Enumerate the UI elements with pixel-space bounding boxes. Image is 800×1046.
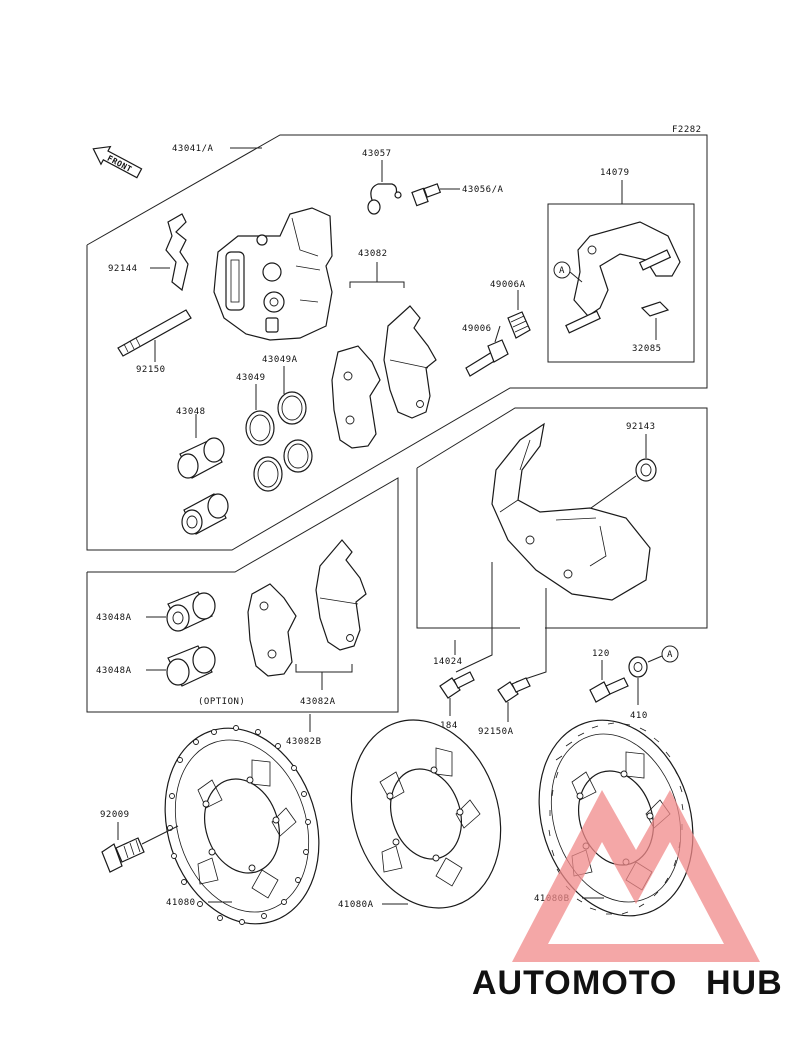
- caliper-bracket-14079: [565, 221, 681, 334]
- label-41080A: 41080A: [338, 900, 374, 910]
- label-410: 410: [630, 711, 648, 721]
- caliper-group-outline: [86, 134, 708, 551]
- callout-a-bracket-text: A: [559, 266, 565, 276]
- disc-guard-14024: [491, 422, 651, 601]
- brake-pad-43082A-a: [247, 583, 297, 677]
- label-32085: 32085: [632, 344, 662, 354]
- label-14024: 14024: [433, 657, 463, 667]
- label-92009: 92009: [100, 810, 130, 820]
- label-43048A-upper: 43048A: [96, 613, 132, 623]
- watermark-logo-icon: [512, 790, 760, 962]
- drawing-code: F2282: [672, 125, 702, 135]
- pad-spring-92144: [165, 213, 189, 292]
- piston-43048A-lower: [166, 645, 216, 687]
- label-43056: 43056/A: [462, 185, 504, 195]
- label-184: 184: [440, 721, 458, 731]
- bolt-92150A: [497, 677, 531, 703]
- bleeder-cap-43057: [367, 183, 402, 215]
- label-49006A: 49006A: [490, 280, 526, 290]
- brake-pad-43082-b: [383, 305, 437, 419]
- piston-43048-lower: [181, 493, 229, 535]
- bolt-92009: [101, 837, 145, 873]
- label-92150A: 92150A: [478, 727, 514, 737]
- collar-92143: [635, 458, 657, 482]
- label-43048: 43048: [176, 407, 206, 417]
- callout-a-washer-text: A: [667, 650, 673, 660]
- watermark-text: AUTO MOTO HUB: [472, 964, 783, 1002]
- callout-a-washer: [661, 645, 679, 663]
- label-43082B: 43082B: [286, 737, 322, 747]
- label-41080: 41080: [166, 898, 196, 908]
- svg-text:AUTO: AUTO: [472, 964, 572, 1002]
- label-43048A-lower: 43048A: [96, 666, 132, 676]
- option-group-outline: [86, 477, 399, 713]
- caliper-body: [213, 207, 333, 341]
- svg-text:HUB: HUB: [706, 964, 783, 1002]
- piston-43048A-upper: [166, 591, 216, 632]
- brake-disc-41080: [164, 725, 320, 925]
- label-43082-top: 43082: [358, 249, 388, 259]
- slide-pin-49006: [465, 339, 509, 377]
- label-43082A: 43082A: [300, 697, 336, 707]
- dust-boot-49006A: [507, 311, 531, 339]
- bleeder-valve-43056: [411, 183, 442, 207]
- label-43041: 43041/A: [172, 144, 214, 154]
- washer-410: [628, 656, 648, 678]
- label-43057: 43057: [362, 149, 392, 159]
- piston-43048-upper: [177, 437, 225, 479]
- label-43049: 43049: [236, 373, 266, 383]
- label-14079: 14079: [600, 168, 630, 178]
- label-43049A: 43049A: [262, 355, 298, 365]
- brake-disc-41080A: [350, 719, 502, 909]
- pad-pin-92150: [117, 309, 192, 357]
- piston-seal-43049: [245, 410, 283, 492]
- callout-a-bracket: [553, 261, 571, 279]
- holder-group-outline: [416, 407, 708, 629]
- clip-32085: [640, 301, 670, 317]
- brake-pad-43082-a: [331, 345, 381, 449]
- svg-text:MOTO: MOTO: [572, 964, 677, 1002]
- option-label: (OPTION): [198, 697, 245, 707]
- piston-seal-43049A: [277, 391, 313, 473]
- holder-box-14079: [547, 203, 695, 363]
- brake-pad-43082A-b: [315, 539, 367, 651]
- bolt-184: [439, 671, 475, 699]
- front-arrow-icon: FRONT: [92, 145, 143, 179]
- label-92144: 92144: [108, 264, 138, 274]
- label-92143: 92143: [626, 422, 656, 432]
- label-120: 120: [592, 649, 610, 659]
- label-92150: 92150: [136, 365, 166, 375]
- bolt-120: [589, 677, 629, 703]
- label-49006: 49006: [462, 324, 492, 334]
